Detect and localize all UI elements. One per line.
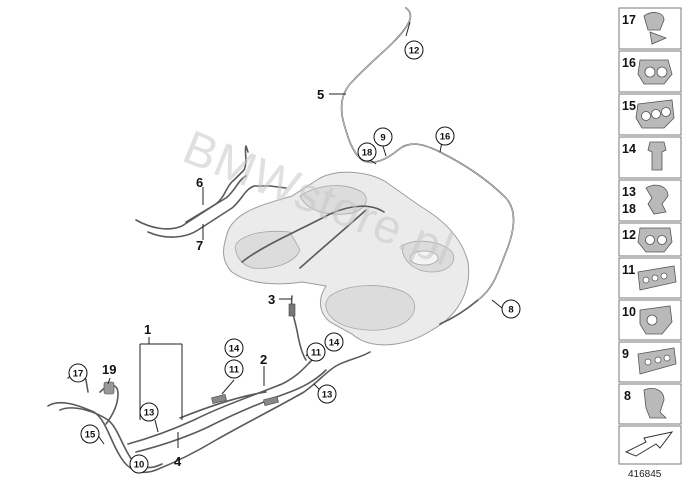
callout-8: 8 (501, 299, 521, 319)
double-clip-icon-2 (637, 227, 673, 253)
legend-row-13-18: 13 18 (618, 179, 682, 222)
svg-text:15: 15 (85, 430, 96, 441)
svg-text:11: 11 (229, 365, 240, 376)
legend-row-11: 11 (618, 257, 682, 299)
fuel-line-lower (47, 351, 371, 474)
svg-text:8: 8 (624, 389, 631, 403)
callout-1: 1 (144, 322, 151, 337)
svg-text:11: 11 (622, 263, 635, 277)
legend-row-17: 17 (618, 7, 682, 50)
callout-6: 6 (196, 175, 203, 190)
svg-text:11: 11 (311, 348, 322, 359)
svg-text:13: 13 (622, 185, 636, 199)
legend-row-arrow (618, 425, 682, 465)
legend-row-14: 14 (618, 136, 682, 179)
callout-15: 15 (80, 424, 100, 444)
callout-2: 2 (260, 352, 267, 367)
grommet-icon (647, 141, 667, 171)
fuel-line-vent (135, 145, 287, 238)
callout-4: 4 (174, 454, 182, 469)
parts-legend: 17 16 15 14 13 18 (618, 7, 682, 480)
callout-9: 9 (373, 127, 393, 147)
svg-text:9: 9 (380, 133, 385, 144)
svg-text:15: 15 (622, 99, 636, 113)
callouts-circled: 12 9 16 18 8 14 11 14 11 13 13 17 15 10 (68, 40, 521, 474)
callout-5: 5 (317, 87, 324, 102)
catalog-number: 416845 (628, 469, 662, 480)
callout-14-b: 14 (324, 332, 344, 352)
legend-row-10: 10 (618, 299, 682, 341)
svg-text:16: 16 (440, 132, 451, 143)
svg-text:8: 8 (508, 305, 513, 316)
single-clip-icon (643, 388, 667, 419)
svg-text:9: 9 (622, 347, 629, 361)
svg-text:17: 17 (73, 369, 84, 380)
callout-18: 18 (357, 142, 377, 162)
legend-row-9: 9 (618, 341, 682, 383)
svg-text:14: 14 (229, 344, 240, 355)
legend-row-16: 16 (618, 50, 682, 93)
legend-row-15: 15 (618, 93, 682, 136)
callout-11-a: 11 (224, 359, 244, 379)
svg-text:16: 16 (622, 56, 636, 70)
callout-19: 19 (102, 362, 116, 377)
fuel-line-3 (288, 295, 307, 361)
fuel-tank (223, 171, 470, 346)
svg-text:14: 14 (622, 142, 636, 156)
callout-3: 3 (268, 292, 275, 307)
callouts-plain: 5 6 7 3 1 2 19 4 (102, 87, 324, 469)
svg-text:13: 13 (144, 408, 155, 419)
svg-text:13: 13 (322, 390, 333, 401)
legend-row-8: 8 (618, 383, 682, 425)
callout-16: 16 (435, 126, 455, 146)
svg-text:18: 18 (622, 202, 636, 216)
callout-13-b: 13 (139, 402, 159, 422)
svg-text:12: 12 (409, 46, 420, 57)
svg-text:10: 10 (622, 305, 636, 319)
spring-clip-icon (643, 12, 668, 45)
svg-text:14: 14 (329, 338, 340, 349)
callout-13-a: 13 (317, 384, 337, 404)
fuel-line-main (340, 7, 515, 325)
pipe-clip-icon (645, 184, 669, 215)
svg-text:17: 17 (622, 13, 636, 27)
callout-12: 12 (404, 40, 424, 60)
callout-14-a: 14 (224, 338, 244, 358)
svg-text:18: 18 (362, 148, 373, 159)
callout-7: 7 (196, 238, 203, 253)
legend-row-12: 12 (618, 222, 682, 257)
filter-bracket (67, 372, 119, 425)
svg-text:10: 10 (134, 460, 145, 471)
direction-arrow-icon (624, 431, 674, 457)
callout-10: 10 (129, 454, 149, 474)
callout-17: 17 (68, 363, 88, 383)
callout-11-b: 11 (306, 342, 326, 362)
svg-text:12: 12 (622, 228, 636, 242)
